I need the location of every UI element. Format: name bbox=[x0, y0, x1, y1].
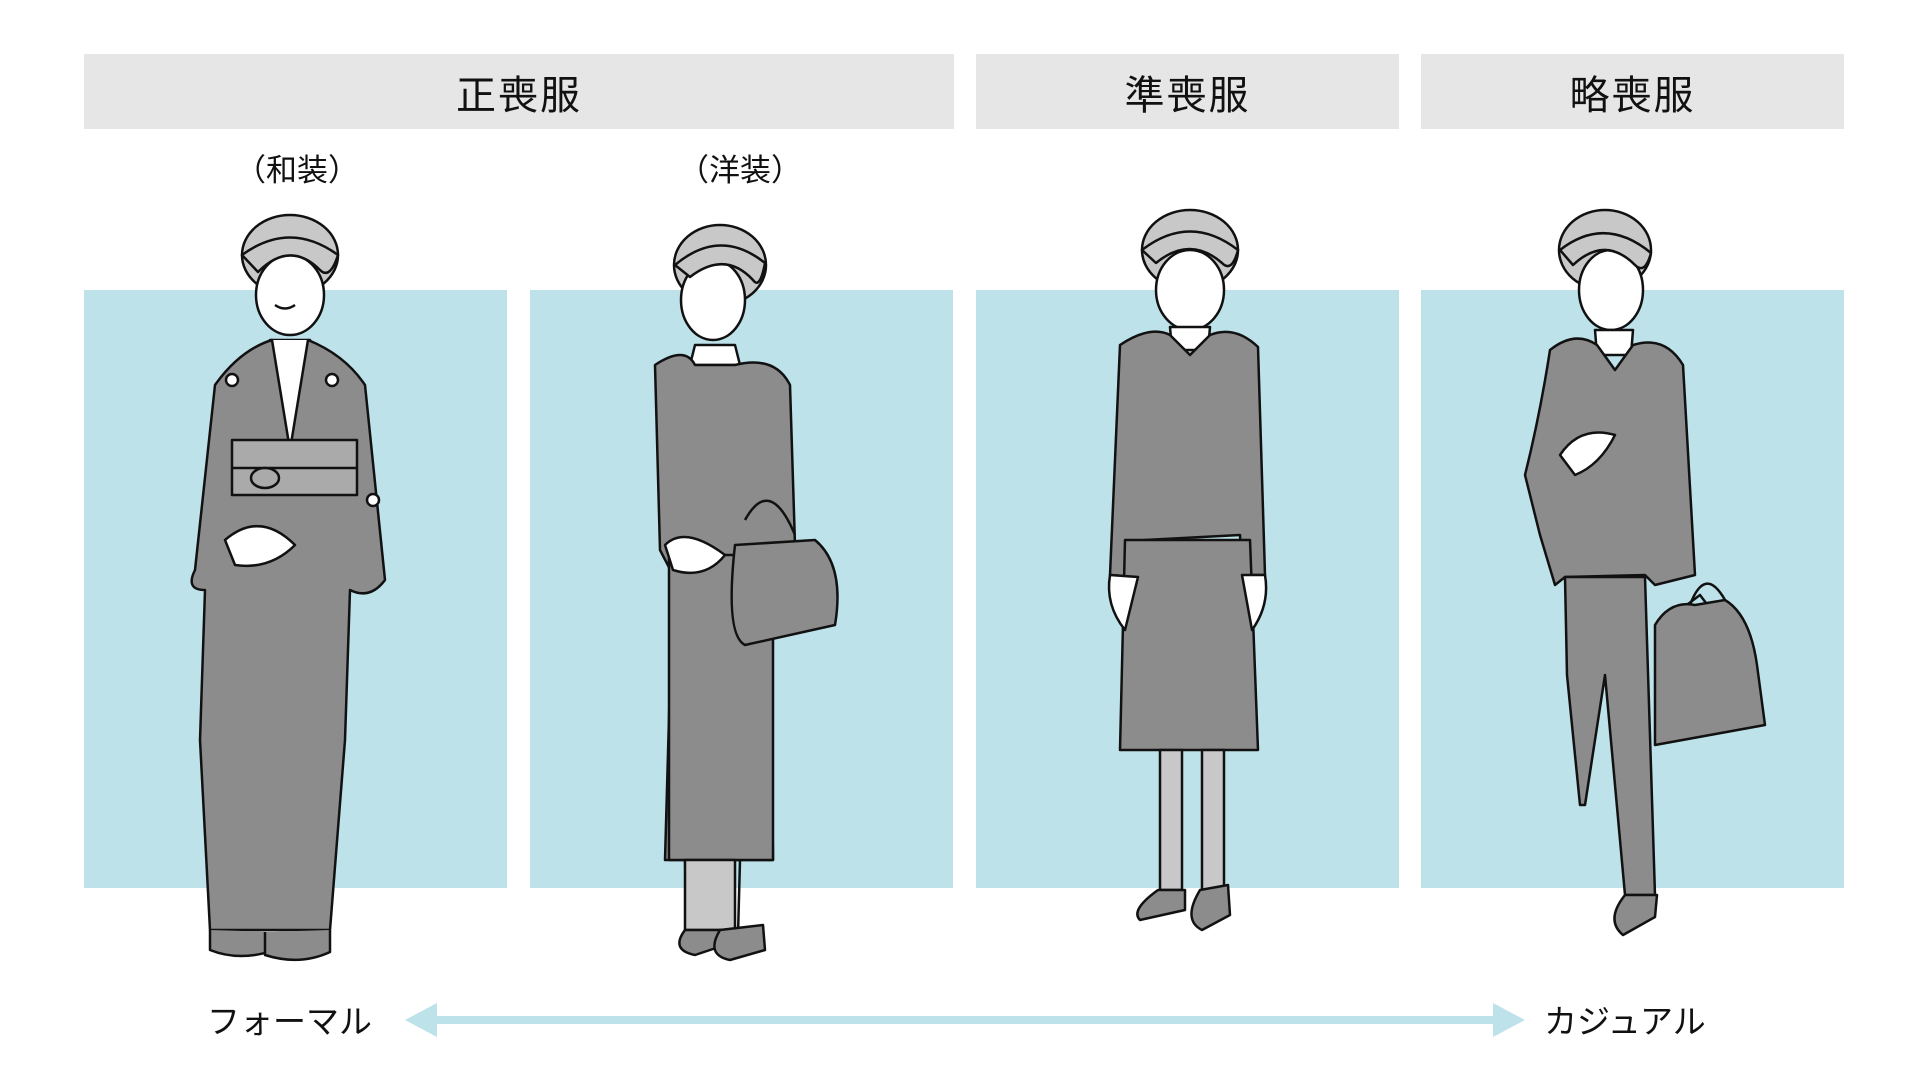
scale-formal-label: フォーマル bbox=[207, 1002, 372, 1041]
skirt-suit-woman-icon bbox=[1107, 208, 1268, 932]
pantsuit-woman-icon bbox=[1523, 208, 1767, 937]
header-seimofuku-label: 正喪服 bbox=[456, 72, 582, 119]
header-seimofuku: 正喪服 bbox=[84, 54, 954, 129]
formality-arrow-icon bbox=[405, 1003, 1525, 1037]
header-junmofuku-label: 準喪服 bbox=[1124, 72, 1251, 119]
header-ryakumofuku: 略喪服 bbox=[1421, 54, 1844, 129]
subcategory-yousou: （洋装） bbox=[678, 153, 802, 189]
scale-casual-label: カジュアル bbox=[1544, 1002, 1706, 1041]
kimono-woman-icon bbox=[190, 213, 387, 962]
subcategory-wasou: （和装） bbox=[235, 153, 359, 189]
header-ryakumofuku-label: 略喪服 bbox=[1569, 72, 1696, 119]
header-junmofuku: 準喪服 bbox=[976, 54, 1399, 129]
dress-suit-woman-icon bbox=[653, 223, 839, 962]
